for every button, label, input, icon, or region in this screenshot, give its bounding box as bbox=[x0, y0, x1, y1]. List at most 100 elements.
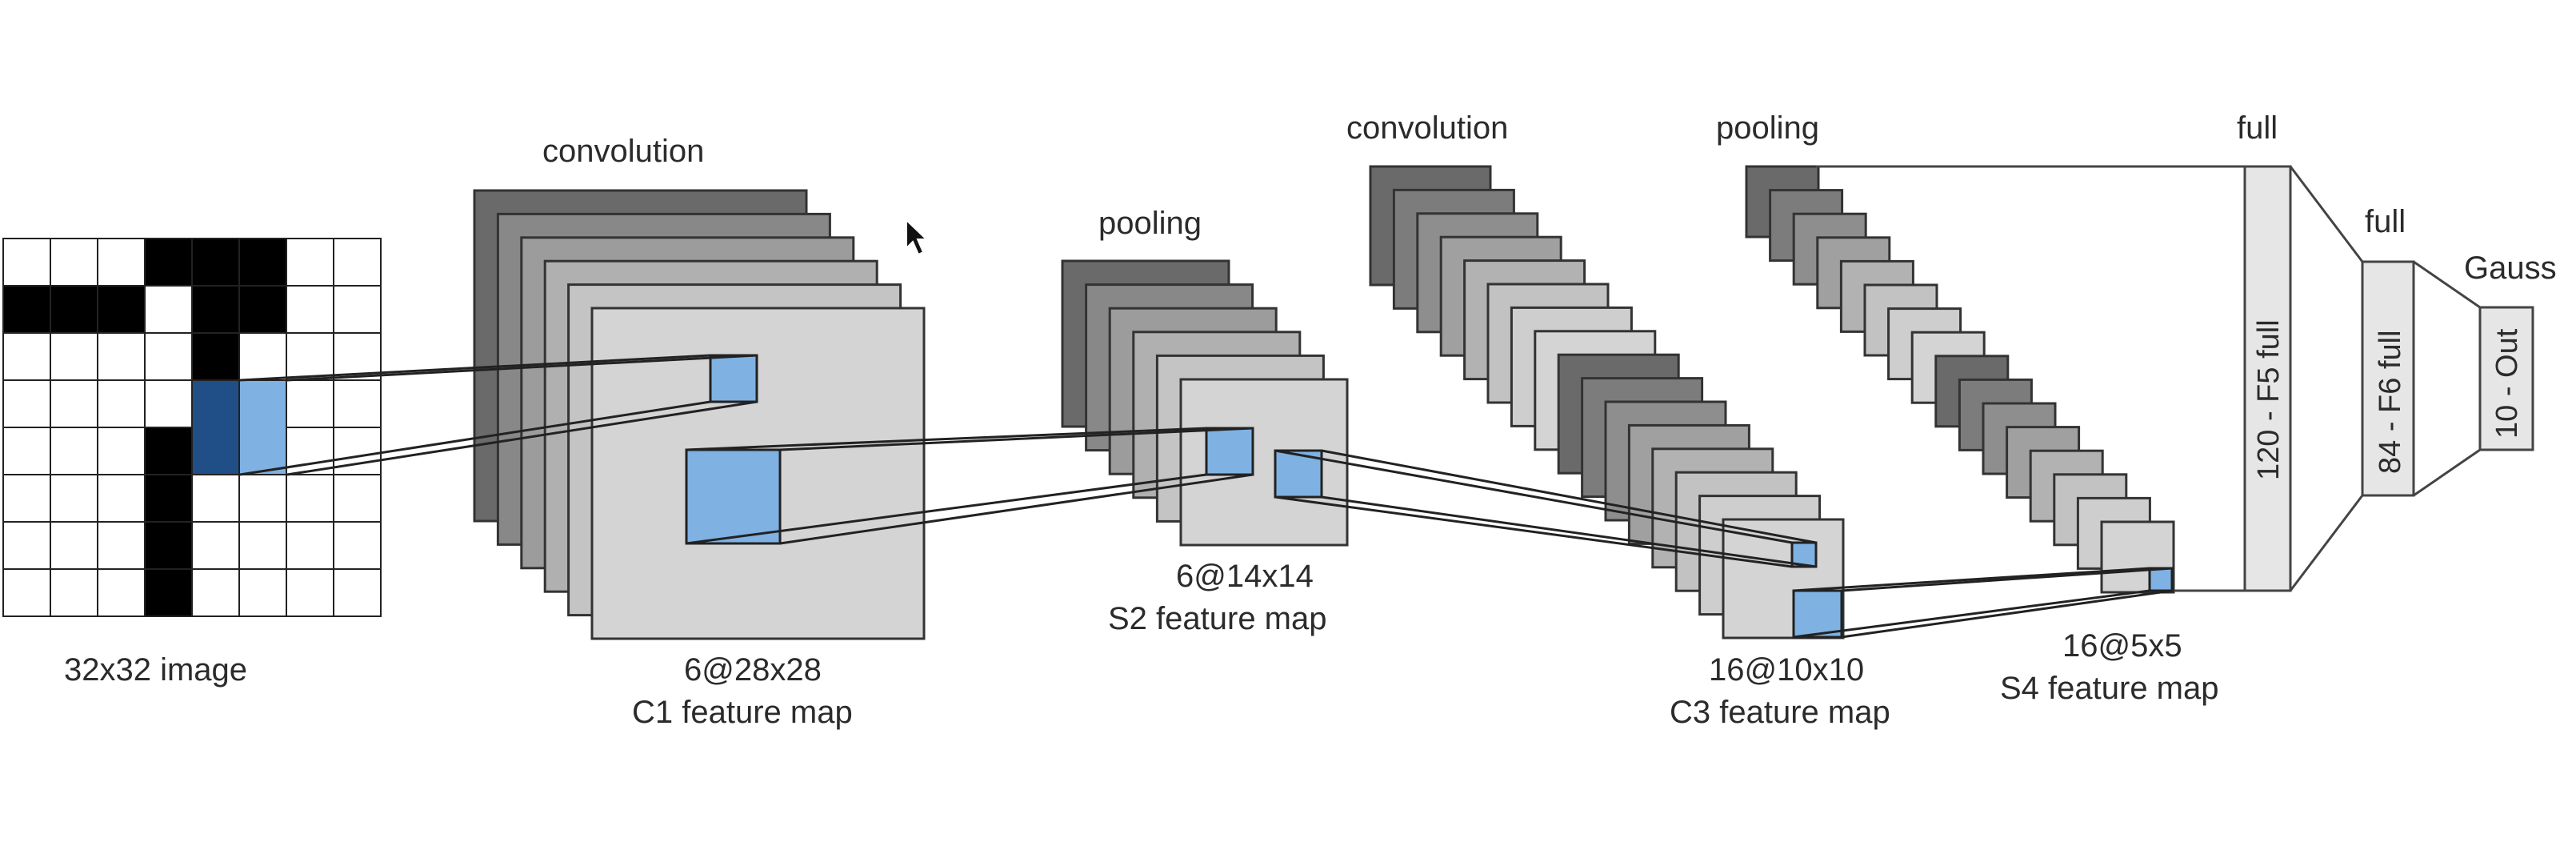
grid-cell bbox=[191, 238, 240, 287]
grid-cell bbox=[191, 285, 240, 334]
s4-op-label: pooling bbox=[1716, 110, 1819, 146]
grid-cell bbox=[144, 379, 193, 428]
c1-op-label: convolution bbox=[542, 134, 704, 169]
f6-layer: 84 - F6 full bbox=[2361, 260, 2415, 497]
connection-line bbox=[239, 354, 711, 382]
grid-cell bbox=[286, 379, 334, 428]
grid-cell bbox=[286, 568, 334, 617]
grid-cell bbox=[286, 474, 334, 523]
grid-cell bbox=[191, 568, 240, 617]
mouse-cursor-icon bbox=[906, 218, 929, 256]
grid-cell bbox=[97, 521, 146, 570]
grid-cell bbox=[333, 568, 382, 617]
c1-highlight-large bbox=[685, 448, 782, 545]
grid-cell bbox=[191, 332, 240, 381]
grid-cell bbox=[2, 427, 51, 475]
grid-cell bbox=[286, 521, 334, 570]
c3-highlight-large bbox=[1792, 589, 1843, 639]
connection-line bbox=[1841, 567, 2173, 592]
grid-cell bbox=[144, 238, 193, 287]
s2-highlight-a bbox=[1205, 427, 1254, 476]
grid-cell bbox=[333, 332, 382, 381]
output-label: 10 - Out bbox=[2490, 328, 2524, 439]
connection-line bbox=[1321, 495, 1817, 568]
grid-cell bbox=[2, 285, 51, 334]
grid-cell bbox=[2, 474, 51, 523]
grid-cell bbox=[144, 332, 193, 381]
grid-cell bbox=[97, 379, 146, 428]
s2-size-label: 6@14x14 bbox=[1176, 559, 1314, 594]
c1-highlight-small bbox=[709, 354, 758, 403]
connection-line bbox=[286, 354, 758, 382]
grid-cell bbox=[238, 285, 287, 334]
s2-name-label: S2 feature map bbox=[1108, 601, 1327, 636]
s4-size-label: 16@5x5 bbox=[2062, 628, 2182, 664]
connection-line bbox=[779, 427, 1254, 451]
connection-line bbox=[1793, 589, 2150, 639]
connection-line bbox=[1793, 567, 2150, 592]
c3-feature-map-stack bbox=[1369, 165, 1845, 640]
connection-line bbox=[1274, 495, 1793, 568]
grid-cell bbox=[97, 568, 146, 617]
grid-cell bbox=[50, 285, 98, 334]
grid-cell bbox=[333, 474, 382, 523]
grid-cell bbox=[2, 521, 51, 570]
s4-name-label: S4 feature map bbox=[2000, 671, 2219, 706]
s2-op-label: pooling bbox=[1098, 206, 1202, 241]
grid-cell bbox=[238, 332, 287, 381]
connection-line bbox=[686, 473, 1207, 545]
receptive-field-connections bbox=[239, 354, 2173, 639]
grid-cell bbox=[144, 427, 193, 475]
grid-cell bbox=[144, 474, 193, 523]
grid-cell bbox=[238, 521, 287, 570]
input-label: 32x32 image bbox=[64, 652, 247, 688]
grid-cell bbox=[50, 427, 98, 475]
connection-line bbox=[686, 427, 1207, 451]
s4-feature-map-stack bbox=[1745, 165, 2175, 594]
c3-size-label: 16@10x10 bbox=[1709, 652, 1864, 688]
f5-op-label: full bbox=[2237, 110, 2278, 146]
output-op-label: Gauss bbox=[2464, 251, 2557, 286]
grid-cell bbox=[2, 238, 51, 287]
connection-line bbox=[1841, 589, 2173, 639]
s4-highlight bbox=[2148, 567, 2174, 592]
grid-cell bbox=[50, 474, 98, 523]
c3-op-label: convolution bbox=[1346, 110, 1508, 146]
c1-name-label: C1 feature map bbox=[632, 695, 853, 730]
connection-line bbox=[1274, 449, 1793, 544]
grid-cell bbox=[238, 474, 287, 523]
grid-cell bbox=[333, 285, 382, 334]
connection-line bbox=[1321, 449, 1817, 544]
full-layer-connectors bbox=[1816, 165, 2481, 592]
connection-line bbox=[239, 400, 711, 476]
grid-cell bbox=[97, 332, 146, 381]
grid-cell bbox=[50, 379, 98, 428]
c3-name-label: C3 feature map bbox=[1670, 695, 1890, 730]
connection-line bbox=[286, 400, 758, 476]
c1-feature-map-stack bbox=[473, 189, 926, 640]
grid-cell bbox=[333, 379, 382, 428]
grid-cell bbox=[2, 332, 51, 381]
grid-cell bbox=[191, 521, 240, 570]
grid-cell bbox=[286, 238, 334, 287]
receptive-field-light bbox=[238, 379, 287, 475]
grid-cell bbox=[50, 332, 98, 381]
grid-cell bbox=[50, 238, 98, 287]
c1-size-label: 6@28x28 bbox=[684, 652, 822, 688]
grid-cell bbox=[144, 568, 193, 617]
output-layer: 10 - Out bbox=[2478, 306, 2534, 451]
grid-cell bbox=[333, 238, 382, 287]
f6-label: 84 - F6 full bbox=[2374, 330, 2407, 474]
grid-cell bbox=[50, 521, 98, 570]
grid-cell bbox=[333, 521, 382, 570]
grid-cell bbox=[2, 379, 51, 428]
f6-op-label: full bbox=[2365, 204, 2406, 239]
grid-cell bbox=[191, 474, 240, 523]
grid-cell bbox=[144, 521, 193, 570]
grid-cell bbox=[238, 238, 287, 287]
grid-cell bbox=[238, 568, 287, 617]
grid-cell bbox=[144, 285, 193, 334]
grid-cell bbox=[97, 474, 146, 523]
s2-feature-map-stack bbox=[1061, 259, 1349, 547]
